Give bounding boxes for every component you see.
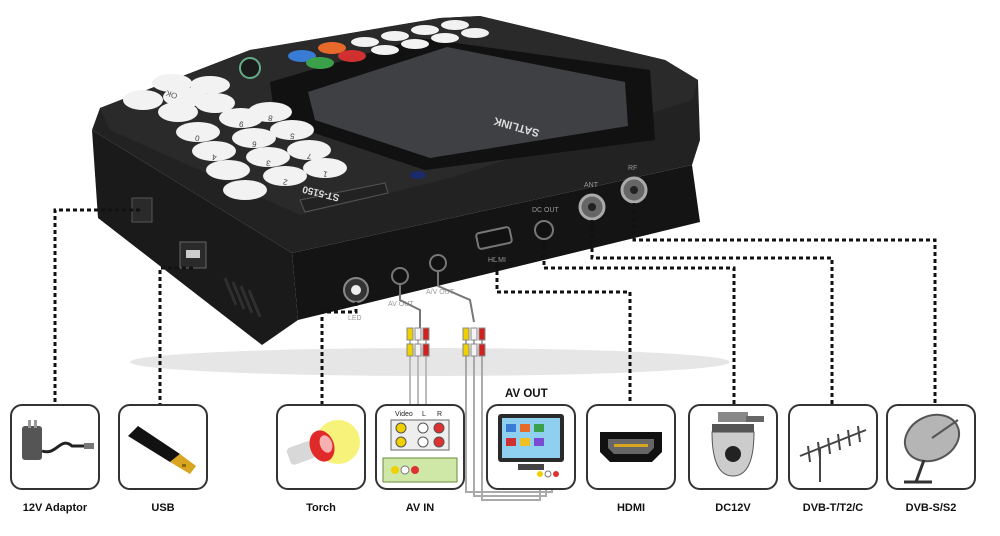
- key-label-3: 3: [265, 158, 271, 168]
- key-label-5: 5: [289, 131, 295, 141]
- monitor-icon: [498, 414, 564, 478]
- usb-box: [118, 404, 208, 490]
- av-panel-label-video: Video: [395, 411, 413, 418]
- av-jack-panel-icon: Video L R: [382, 411, 458, 483]
- dvbt-box: [788, 404, 878, 490]
- torch-icon: [286, 420, 360, 465]
- port-label-av-out-2: A/V OUT: [426, 289, 455, 296]
- adaptor-label: 12V Adaptor: [22, 502, 88, 514]
- key-label-1: 1: [322, 169, 328, 179]
- torch-label: Torch: [306, 502, 336, 514]
- device-screen: [308, 47, 628, 158]
- av-panel-label-r: R: [437, 411, 442, 418]
- port-label-led: LED: [348, 315, 362, 322]
- key-label-8: 8: [267, 113, 273, 123]
- av-out-title: AV OUT: [505, 388, 548, 400]
- hdmi-port: [475, 226, 513, 250]
- port-label-rf: RF: [628, 165, 637, 172]
- av-in-port: [391, 267, 409, 285]
- satellite-dish-icon: [903, 413, 961, 484]
- rca-plugs: [406, 327, 486, 357]
- key-label-4: 4: [211, 152, 217, 162]
- port-label-dc-out: DC OUT: [532, 207, 560, 214]
- av-in-label: AV IN: [405, 502, 435, 514]
- dotted-connection-lines: [53, 203, 937, 404]
- av-panel-label-l: L: [422, 411, 426, 418]
- dc-out-port: [534, 220, 554, 240]
- dvbt-label: DVB-T/T2/C: [802, 502, 864, 514]
- hdmi-label: HDMI: [616, 502, 646, 514]
- av-in-box: Video L R: [375, 404, 465, 490]
- adaptor-box: [10, 404, 100, 490]
- usb-label: USB: [151, 502, 175, 514]
- keypad[interactable]: [123, 74, 347, 200]
- dc12v-box: [688, 404, 778, 490]
- key-label-7: 7: [306, 151, 312, 161]
- key-label-6: 6: [251, 139, 257, 149]
- usb-stick-icon: [128, 426, 196, 474]
- port-label-ant: ANT: [584, 182, 599, 189]
- port-label-av-out-1: AV OUT: [388, 301, 414, 308]
- av-out-box: [486, 404, 576, 490]
- key-label-2: 2: [282, 177, 288, 187]
- key-label-9: 9: [238, 119, 244, 129]
- ok-key-label: OK: [164, 88, 179, 101]
- key-label-0: 0: [194, 133, 200, 143]
- hdmi-icon: [600, 432, 662, 462]
- dc12v-label: DC12V: [715, 502, 751, 514]
- terrestrial-antenna-icon: [799, 425, 867, 482]
- dome-camera-icon: [711, 412, 764, 477]
- compass-icon: [239, 57, 261, 79]
- power-adaptor-icon: [22, 420, 94, 460]
- satellite-meter-device: SATLINK ST-5150 OK 9: [92, 16, 730, 376]
- dvbs-box: [886, 404, 976, 490]
- hdmi-box: [586, 404, 676, 490]
- dvbs-label: DVB-S/S2: [905, 502, 957, 514]
- torch-box: [276, 404, 366, 490]
- av-out-port: [429, 254, 447, 272]
